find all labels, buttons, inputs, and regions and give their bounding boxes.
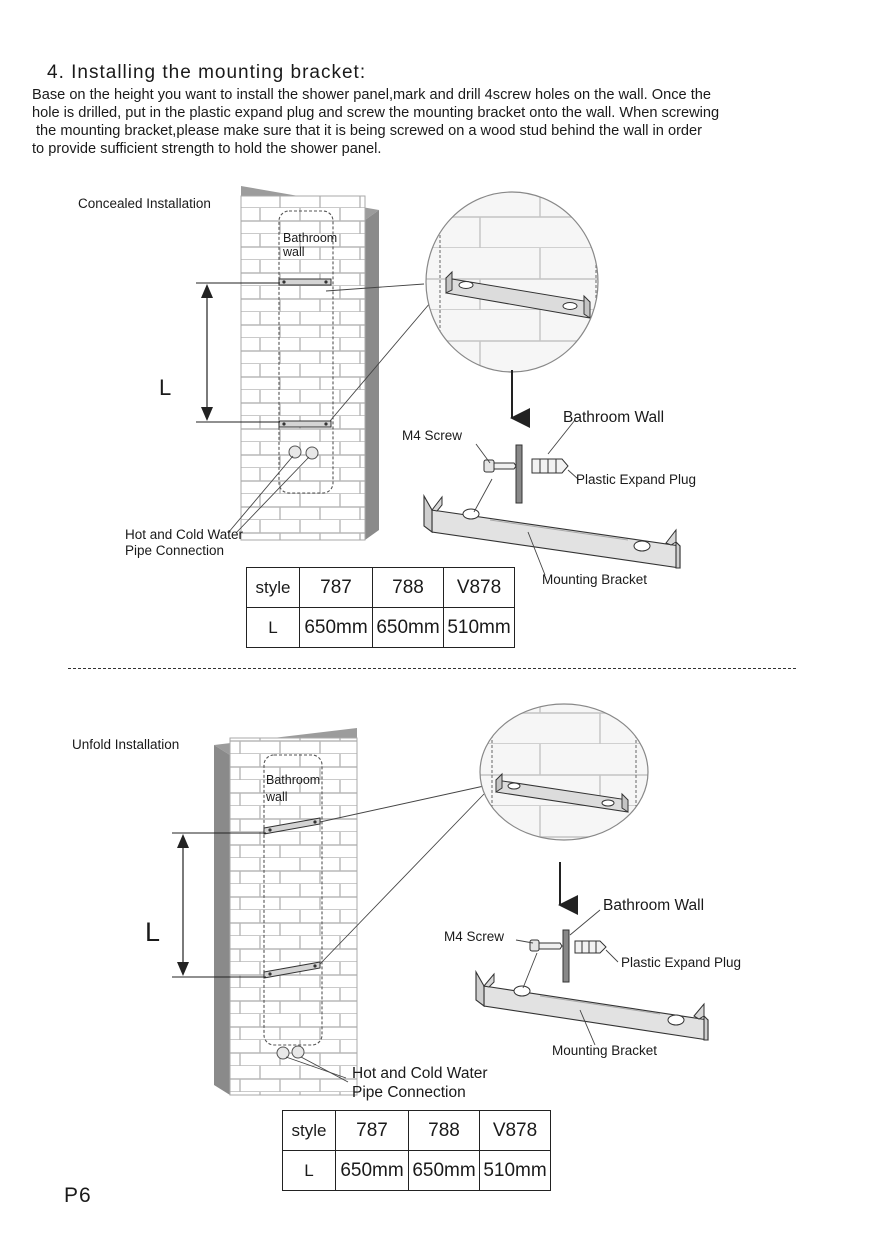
table-cell: 650mm — [299, 607, 373, 648]
zoom-detail-unfold — [479, 703, 649, 841]
table-cell: 510mm — [479, 1150, 551, 1191]
plug-icon — [531, 458, 569, 474]
mounting-bracket-large — [423, 493, 681, 569]
plug-label: Plastic Expand Plug — [621, 955, 742, 970]
bathroom-wall-label: Bathroom Wall — [603, 897, 705, 914]
dimension-label: L — [145, 917, 161, 947]
concealed-wall-illustration — [240, 186, 379, 541]
wall-label: Bathroom — [266, 773, 321, 787]
dimension-label: L — [159, 375, 172, 400]
bracket-bottom — [263, 961, 321, 979]
dimension-arrow-unfold — [172, 832, 266, 978]
table-cell: V878 — [443, 567, 515, 608]
bracket-bottom — [278, 420, 332, 428]
section-divider — [68, 668, 796, 669]
screw-icon — [483, 459, 517, 473]
table-cell: 788 — [408, 1110, 480, 1151]
bracket-label: Mounting Bracket — [552, 1043, 658, 1058]
m4-screw-label: M4 Screw — [444, 929, 505, 944]
wall-label: wall — [283, 245, 305, 259]
table-cell: 650mm — [372, 607, 444, 648]
section-heading: 4. Installing the mounting bracket: — [47, 62, 367, 83]
table-cell: V878 — [479, 1110, 551, 1151]
table-cell: 787 — [335, 1110, 409, 1151]
bracket-top — [278, 278, 332, 286]
table-cell: L — [246, 607, 300, 648]
table-cell: 650mm — [335, 1150, 409, 1191]
intro-line: hole is drilled, put in the plastic expa… — [32, 105, 720, 121]
page-number: P6 — [64, 1184, 92, 1207]
plug-label: Plastic Expand Plug — [576, 472, 697, 487]
unfold-wall-illustration — [214, 728, 358, 1096]
table-cell: style — [282, 1110, 336, 1151]
mounting-bracket-large — [475, 969, 709, 1041]
exploded-view-concealed — [423, 419, 681, 576]
wall-label: wall — [266, 790, 288, 804]
bathroom-wall-label: Bathroom Wall — [563, 409, 665, 426]
screw-icon — [529, 939, 563, 952]
plug-icon — [574, 940, 607, 954]
bracket-label: Mounting Bracket — [542, 572, 648, 587]
table-row: style 787 788 V878 — [246, 567, 515, 608]
spec-table-concealed: style 787 788 V878 L 650mm 650mm 510mm — [246, 567, 515, 648]
concealed-title: Concealed Installation — [78, 196, 211, 211]
spec-table-unfold: style 787 788 V878 L 650mm 650mm 510mm — [282, 1110, 551, 1191]
pipe-label: Pipe Connection — [125, 543, 225, 558]
table-row: L 650mm 650mm 510mm — [282, 1150, 551, 1191]
table-cell: 788 — [372, 567, 444, 608]
pipe-label: Hot and Cold Water — [125, 527, 244, 542]
table-cell: 787 — [299, 567, 373, 608]
intro-line: the mounting bracket,please make sure th… — [36, 123, 703, 139]
pipe-label: Pipe Connection — [352, 1084, 466, 1101]
table-cell: style — [246, 567, 300, 608]
intro-line: to provide sufficient strength to hold t… — [32, 141, 382, 157]
zoom-detail-concealed — [425, 191, 599, 373]
intro-line: Base on the height you want to install t… — [32, 87, 711, 103]
table-row: style 787 788 V878 — [282, 1110, 551, 1151]
table-cell: 650mm — [408, 1150, 480, 1191]
bracket-top — [263, 817, 321, 835]
unfold-title: Unfold Installation — [72, 737, 180, 752]
table-row: L 650mm 650mm 510mm — [246, 607, 515, 648]
dimension-arrow-concealed — [196, 282, 280, 423]
m4-screw-label: M4 Screw — [402, 428, 463, 443]
table-cell: L — [282, 1150, 336, 1191]
exploded-view-unfold — [475, 909, 709, 1046]
table-cell: 510mm — [443, 607, 515, 648]
wall-label: Bathroom — [283, 231, 338, 245]
intro-paragraph: Base on the height you want to install t… — [32, 86, 867, 158]
pipe-label: Hot and Cold Water — [352, 1065, 488, 1082]
